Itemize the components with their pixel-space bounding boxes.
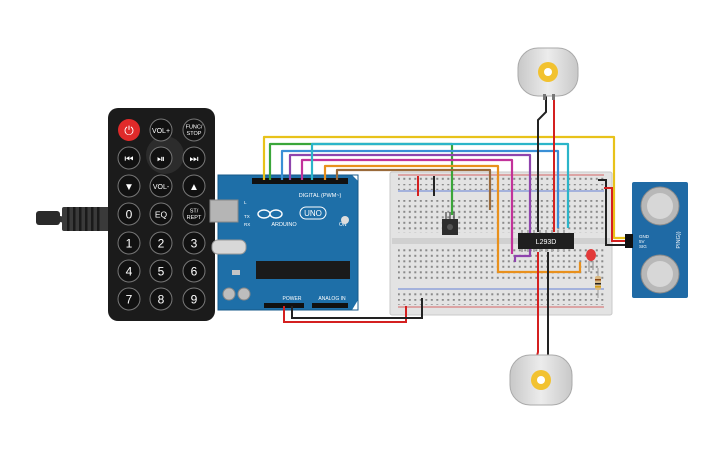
next-icon: ⏭ [190,154,199,165]
usb-connector [209,199,239,223]
digit-7-label: 7 [126,293,133,307]
func-stop-label-2: STOP [187,131,202,137]
digit-1-label: 1 [126,237,133,251]
vol-down-button[interactable]: VOL- [149,174,173,198]
power-jack [211,239,247,255]
digit-4-button[interactable]: 4 [117,259,141,283]
up-button[interactable]: ▲ [182,174,206,198]
power-button-label: ⏻ [124,124,134,138]
ultrasonic-sensor[interactable]: GND 5V SIG PING)) [625,182,688,298]
on-led-label: ON [339,222,347,228]
digit-6-label: 6 [191,265,198,279]
arduino-uno-board[interactable]: DIGITAL (PWM~) UNO ARDUINO ON L TX RX PO… [209,174,359,311]
digit-2-label: 2 [158,237,165,251]
next-button[interactable]: ⏭ [182,146,206,170]
sensor-pin-5v: 5V [639,239,645,244]
digital-header [252,178,348,184]
down-arrow-icon: ▼ [124,182,134,193]
vol-up-button[interactable]: VOL+ [149,118,173,142]
wire-5v-red[interactable] [283,306,407,323]
l293d-chip[interactable]: L293D [518,230,574,252]
st-rept-label-2: REPT [187,215,202,221]
ir-receiver[interactable] [442,212,458,235]
digit-8-label: 8 [158,293,165,307]
wire-sensor-5v[interactable] [604,187,628,242]
digit-7-button[interactable]: 7 [117,287,141,311]
zero-button[interactable]: 0 [117,202,141,226]
func-stop-button[interactable]: FUNC/ STOP [182,118,206,142]
down-button[interactable]: ▼ [117,174,141,198]
st-rept-label-1: ST/ [190,209,199,215]
play-pause-button[interactable]: ⏯ [149,146,173,170]
power-wires [283,176,628,323]
ir-remote: ⏻ VOL+ FUNC/ STOP ⏮ ⏯ ⏭ ▼ VOL- [108,108,215,321]
up-arrow-icon: ▲ [189,182,199,193]
rx-led-label: RX [244,222,250,227]
l-led-label: L [244,200,247,205]
eq-button[interactable]: EQ [149,202,173,226]
digital-label: DIGITAL (PWM~) [299,193,342,199]
red-led[interactable] [586,249,596,272]
digit-4-label: 4 [126,265,133,279]
tx-led-label: TX [244,214,250,219]
arduino-logo [257,206,327,220]
reset-button[interactable] [341,216,349,224]
digit-5-button[interactable]: 5 [149,259,173,283]
sensor-header [625,234,633,248]
remote-cable [36,207,110,231]
wire-sensor-gnd[interactable] [598,179,628,246]
power-label: POWER [283,296,302,302]
capacitor [222,287,236,301]
wire-magenta[interactable] [300,158,514,254]
wire-orange[interactable] [323,164,582,274]
atmega-chip [256,261,350,279]
uno-label: UNO [304,209,322,218]
digit-8-button[interactable]: 8 [149,287,173,311]
wire-motor-top-black[interactable] [537,95,547,232]
dc-motor-top[interactable] [517,47,579,100]
prev-button[interactable]: ⏮ [117,146,141,170]
wire-teal[interactable] [310,142,570,228]
eq-label: EQ [155,210,168,220]
wire-blue[interactable] [280,149,560,228]
vol-down-label: VOL- [153,184,170,191]
dc-motor-bottom[interactable] [509,354,573,406]
digit-2-button[interactable]: 2 [149,231,173,255]
analog-label: ANALOG IN [318,296,346,302]
wire-gnd-black[interactable] [291,298,423,319]
func-stop-label-1: FUNC/ [186,125,203,131]
sensor-pin-sig: SIG [639,244,647,249]
zero-label: 0 [126,208,133,222]
prev-icon: ⏮ [125,154,134,165]
play-pause-icon: ⏯ [157,154,165,165]
signal-wires [262,135,628,274]
sensor-pin-gnd: GND [639,234,650,239]
vol-up-label: VOL+ [152,128,170,135]
wire-purple[interactable] [288,153,532,262]
digit-9-button[interactable]: 9 [182,287,206,311]
analog-header [312,303,348,308]
digit-5-label: 5 [158,265,165,279]
arduino-maker-label: ARDUINO [271,222,297,228]
l293d-label: L293D [536,239,557,246]
wire-yellow[interactable] [262,135,628,240]
power-header [264,303,304,308]
wire-brown[interactable] [335,168,492,210]
digit-3-button[interactable]: 3 [182,231,206,255]
digit-3-label: 3 [191,237,198,251]
capacitor [237,287,251,301]
breadboard-channel [392,238,610,244]
breadboard[interactable] [389,171,613,316]
digit-6-button[interactable]: 6 [182,259,206,283]
resistor[interactable] [595,268,601,298]
power-button[interactable]: ⏻ [118,119,140,141]
st-rept-button[interactable]: ST/ REPT [182,202,206,226]
digit-1-button[interactable]: 1 [117,231,141,255]
ping-label: PING)) [676,231,682,248]
digit-9-label: 9 [191,293,198,307]
